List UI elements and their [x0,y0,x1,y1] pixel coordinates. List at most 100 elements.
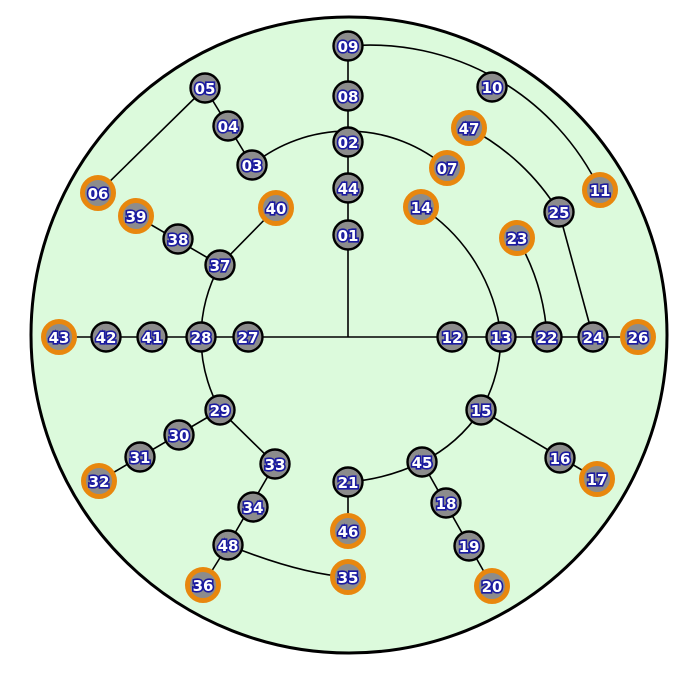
node-13: 13 [485,321,517,353]
node-circle [90,321,122,353]
node-label: 45 [412,454,433,472]
terminal-node-circle [429,150,465,186]
node-circle [259,448,291,480]
terminal-node-circle [118,198,154,234]
terminal-node-circle [41,319,77,355]
terminal-node-circle [582,172,618,208]
node-label: 28 [191,329,212,347]
track-segment [421,461,493,587]
node-21: 21 [332,466,364,498]
node-label: 48 [218,537,239,555]
node-30: 30 [163,419,195,451]
node-circle [236,149,268,181]
node-label: 24 [583,329,604,347]
node-circle [332,219,364,251]
node-circle [204,394,236,426]
node-circle [332,126,364,158]
node-label: 17 [587,471,608,489]
node-35: 35 [330,559,366,595]
node-circle [162,223,194,255]
node-05: 05 [189,72,221,104]
node-label: 21 [338,474,359,492]
node-label: 07 [437,160,458,178]
node-label: 35 [338,569,359,587]
node-02: 02 [332,126,364,158]
node-27: 27 [232,321,264,353]
node-31: 31 [124,441,156,473]
node-label: 41 [142,329,163,347]
node-04: 04 [212,110,244,142]
node-28: 28 [185,321,217,353]
terminal-node-circle [330,513,366,549]
node-circle [332,172,364,204]
node-label: 16 [550,450,571,468]
node-06: 06 [80,175,116,211]
node-circle [212,529,244,561]
node-label: 03 [242,157,263,175]
node-03: 03 [236,149,268,181]
node-circle [124,441,156,473]
terminal-node-circle [499,220,535,256]
node-37: 37 [204,249,236,281]
terminal-node-circle [81,463,117,499]
node-circle [436,321,468,353]
node-circle [476,71,508,103]
node-label: 27 [238,329,259,347]
node-circle [204,249,236,281]
node-circle [544,442,576,474]
node-18: 18 [430,487,462,519]
node-07: 07 [429,150,465,186]
node-01: 01 [332,219,364,251]
node-circle [189,72,221,104]
terminal-node-circle [330,559,366,595]
node-label: 47 [459,120,480,138]
terminal-node-circle [620,319,656,355]
node-circle [232,321,264,353]
node-circle [531,321,563,353]
node-47: 47 [451,110,487,146]
node-14: 14 [403,189,439,225]
node-38: 38 [162,223,194,255]
node-label: 30 [169,427,190,445]
node-circle [237,491,269,523]
node-label: 40 [266,200,287,218]
node-label: 44 [338,180,359,198]
node-44: 44 [332,172,364,204]
node-label: 39 [126,208,147,226]
node-42: 42 [90,321,122,353]
node-circle [485,321,517,353]
terminal-node-circle [403,189,439,225]
terminal-node-circle [80,175,116,211]
track-segment [420,206,502,338]
node-09: 09 [332,30,364,62]
node-label: 14 [411,199,432,217]
node-circle [185,321,217,353]
node-label: 11 [590,182,611,200]
node-label: 25 [549,204,570,222]
node-46: 46 [330,513,366,549]
node-10: 10 [476,71,508,103]
node-label: 05 [195,80,216,98]
node-11: 11 [582,172,618,208]
node-label: 15 [471,402,492,420]
node-label: 42 [96,329,117,347]
terminal-node-circle [185,567,221,603]
node-24: 24 [577,321,609,353]
node-43: 43 [41,319,77,355]
node-26: 26 [620,319,656,355]
terminal-node-circle [451,110,487,146]
node-25: 25 [543,196,575,228]
node-16: 16 [544,442,576,474]
node-circle [430,487,462,519]
node-19: 19 [453,530,485,562]
node-circle [332,80,364,112]
node-label: 32 [89,473,110,491]
node-circle [577,321,609,353]
track-segment [480,409,598,480]
node-circle [465,394,497,426]
node-23: 23 [499,220,535,256]
node-45: 45 [406,446,438,478]
node-label: 02 [338,134,359,152]
